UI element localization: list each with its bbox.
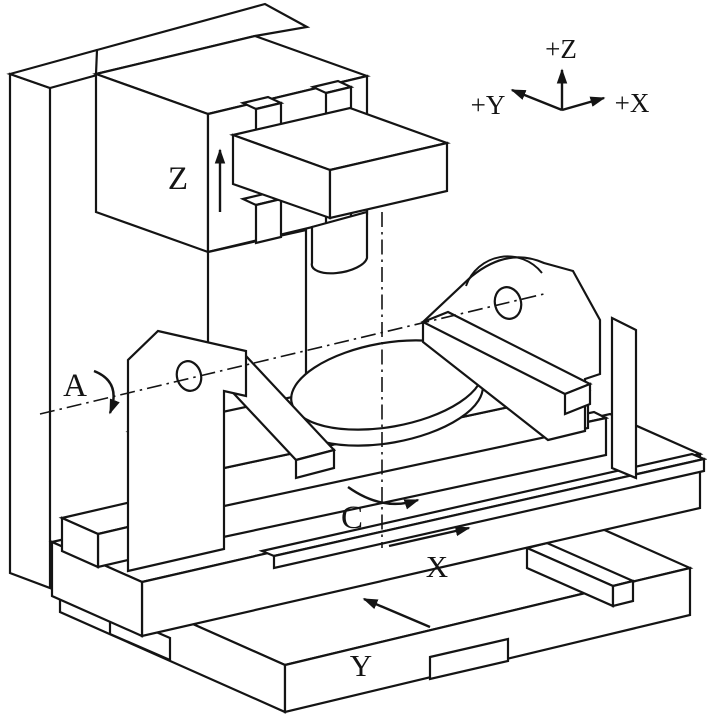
bed-foot-notch-right: [428, 637, 510, 681]
rotary-table: [289, 339, 485, 447]
spindle: [310, 210, 369, 275]
x-axis-arrow: [388, 525, 471, 548]
spindle-head: [229, 106, 451, 275]
x-axis-label: X: [426, 549, 448, 584]
c-rotation-arrow: [347, 486, 420, 510]
z-axis-label: Z: [168, 161, 188, 197]
trunnion-support-left: [126, 329, 248, 573]
y-axis-label: Y: [350, 648, 372, 683]
triad-y-label: +Y: [471, 90, 506, 120]
y-axis-arrow: [362, 597, 431, 629]
pivot-hole-left: [175, 360, 203, 392]
triad-x-label: +X: [615, 88, 650, 118]
triad-x-arrow: [561, 96, 606, 112]
column-top-rim: [94, 2, 311, 76]
centerlines: [39, 212, 549, 548]
triad-y-arrow: [510, 88, 563, 112]
column-back-plate-front: [8, 72, 52, 590]
y-rail-rear: [523, 541, 637, 608]
spindle-head-right-face: [328, 141, 449, 220]
x-rail: [258, 452, 707, 570]
trunnion-cradle: [125, 255, 638, 573]
axis-arrows: [93, 148, 471, 629]
triad-z-label: +Z: [545, 34, 577, 64]
cradle-right-wall: [420, 310, 593, 416]
a-axis-centerline: [39, 292, 549, 415]
a-axis-label: A: [63, 368, 87, 404]
c-axis-label: C: [341, 500, 363, 536]
right-support-rear-post: [610, 316, 638, 480]
coordinate-triad: +Z +Y +X: [471, 34, 650, 120]
a-rotation-arrow: [93, 369, 120, 415]
